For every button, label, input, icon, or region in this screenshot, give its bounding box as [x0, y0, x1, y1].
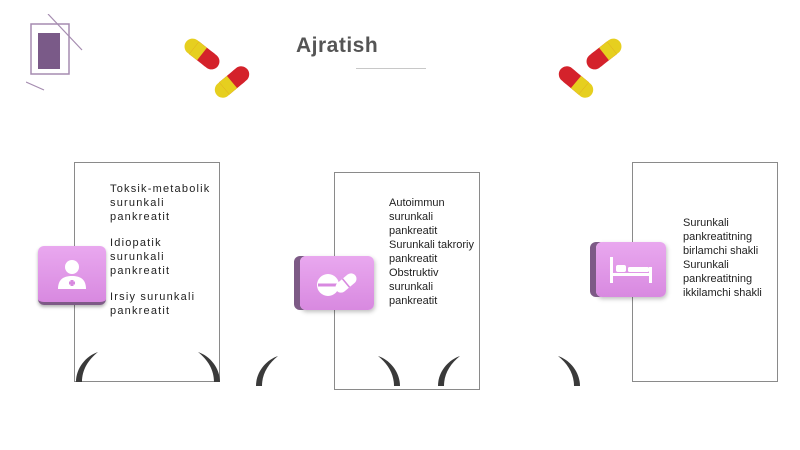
- doctor-icon-tile: [38, 246, 106, 305]
- bed-icon-tile: [596, 242, 666, 297]
- card-1-item-3: Irsiy surunkali pankreatit: [110, 291, 196, 317]
- capsule-icon: [184, 38, 250, 98]
- page-title: Ajratish: [296, 34, 379, 57]
- card-3-item-1: Surunkali pankreatitning birlamchi shakl…: [683, 217, 759, 257]
- corner-tick: [438, 356, 460, 386]
- title-underline: [356, 68, 426, 69]
- doctor-icon: [58, 260, 86, 289]
- card-2-item-3: Obstruktiv surunkali pankreatit: [389, 267, 439, 307]
- card-1-text: Toksik-metabolik surunkali pankreatit Id…: [110, 182, 214, 330]
- card-2-item-2: Surunkali takroriy pankreatit: [389, 239, 474, 265]
- corner-tick: [256, 356, 278, 386]
- bed-icon: [610, 256, 652, 283]
- card-2-item-1: Autoimmun surunkali pankreatit: [389, 197, 445, 237]
- corner-tick: [198, 352, 220, 382]
- card-3-text: Surunkali pankreatitning birlamchi shakl…: [683, 216, 775, 300]
- card-1-item-2: Idiopatik surunkali pankreatit: [110, 237, 171, 277]
- card-2-text: Autoimmun surunkali pankreatit Surunkali…: [389, 196, 477, 308]
- corner-tick: [76, 352, 98, 382]
- card-3-item-2: Surunkali pankreatitning ikkilamchi shak…: [683, 259, 762, 299]
- card-1-item-1: Toksik-metabolik surunkali pankreatit: [110, 183, 211, 223]
- corner-tick: [378, 356, 400, 386]
- capsule-icon: [558, 38, 622, 98]
- corner-tick: [558, 356, 580, 386]
- pills-icon-tile: [300, 256, 374, 310]
- pills-icon: [317, 273, 357, 296]
- corner-logo: [26, 14, 83, 91]
